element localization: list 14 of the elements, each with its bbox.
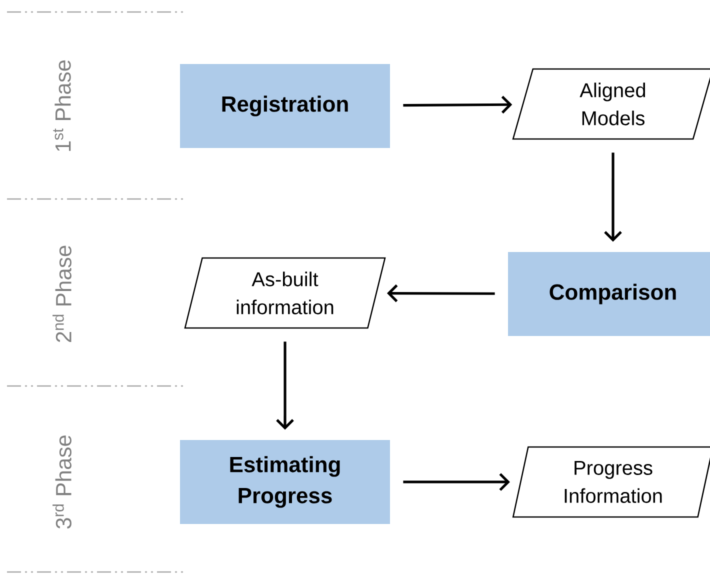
phase-label: 2$^{nd}$ Phase <box>52 246 72 342</box>
arrow <box>386 284 495 302</box>
arrow <box>403 473 510 491</box>
phase-label: 1$^{st}$ Phase <box>53 60 71 151</box>
data-parallelogram: As-built information <box>184 257 386 329</box>
process-box: Estimating Progress <box>180 440 390 524</box>
arrow <box>276 342 294 430</box>
data-parallelogram: Progress Information <box>512 446 710 518</box>
process-box: Registration <box>180 64 390 148</box>
data-parallelogram: Aligned Models <box>512 68 710 140</box>
arrow <box>604 152 622 242</box>
arrow <box>403 96 512 114</box>
phase-label: 3$^{rd}$ Phase <box>52 436 72 529</box>
process-box: Comparison <box>508 252 710 336</box>
